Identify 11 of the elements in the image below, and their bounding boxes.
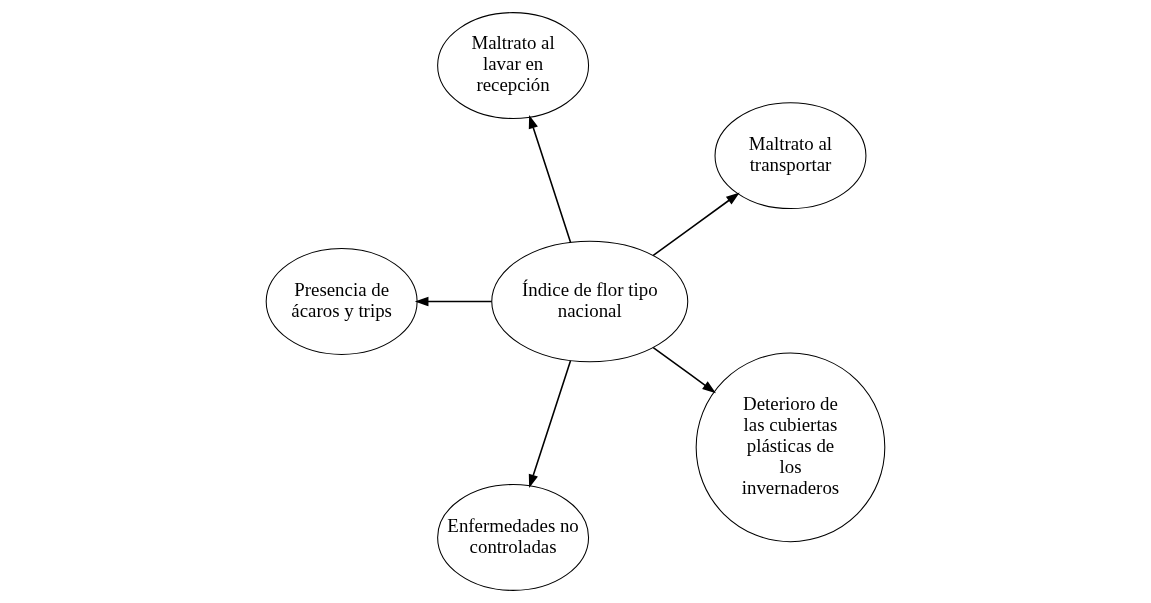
arrow (652, 192, 740, 257)
node-ellipse: Índice de flor tipo nacional (491, 240, 689, 363)
node-ellipse: Presencia de ácaros y trips (265, 248, 418, 355)
node-ellipse: Enfermedades no controladas (437, 484, 590, 591)
arrow (414, 296, 493, 307)
arrow (528, 114, 572, 244)
node-ellipse: Maltrato al transportar (714, 102, 867, 210)
node-ellipse: Maltrato al lavar en recepción (437, 12, 590, 119)
node-circle: Deterioro de las cubiertas plásticas de los invernaderos (695, 352, 886, 543)
arrow (528, 359, 572, 489)
arrow (652, 346, 716, 394)
